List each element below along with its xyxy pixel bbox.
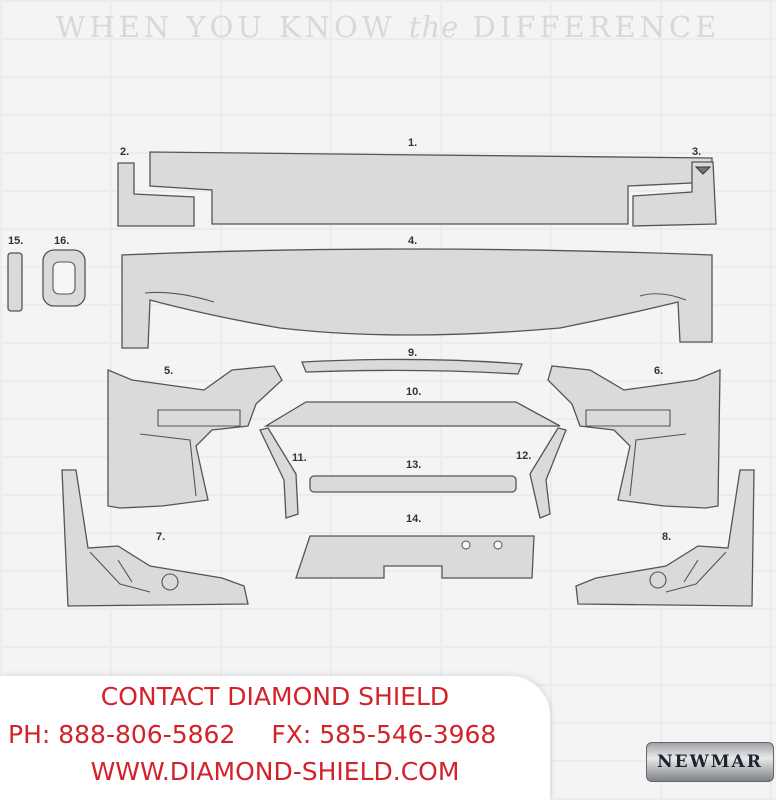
contact-panel: CONTACT DIAMOND SHIELD PH: 888-806-5862 F… [0, 676, 550, 800]
label-part-6: 6. [654, 365, 663, 377]
label-part-9: 9. [408, 347, 417, 359]
tagline-text-1: WHEN YOU KNOW [55, 10, 409, 44]
label-part-4: 4. [408, 235, 417, 247]
part-10 [263, 401, 561, 427]
tagline: WHEN YOU KNOW the DIFFERENCE [0, 10, 776, 44]
label-part-14: 14. [406, 513, 421, 525]
part-14 [295, 535, 535, 579]
part-16-inner [52, 261, 76, 295]
tagline-text-2: the [408, 10, 460, 44]
label-part-7: 7. [156, 531, 165, 543]
part-5-detail [139, 409, 241, 497]
phone-number: PH: 888-806-5862 [8, 720, 236, 749]
label-part-15: 15. [8, 235, 23, 247]
label-part-12: 12. [516, 450, 531, 462]
tagline-text-3: DIFFERENCE [459, 10, 721, 44]
part-7-fog-light [161, 573, 179, 591]
label-part-13: 13. [406, 459, 421, 471]
label-part-11: 11. [292, 452, 307, 464]
part-6-detail [585, 409, 687, 497]
part-9 [301, 358, 523, 375]
part-6 [547, 365, 721, 509]
part-4-detail-right [639, 293, 687, 301]
part-1 [149, 151, 713, 225]
part-15 [7, 252, 23, 312]
label-part-3: 3. [692, 146, 701, 158]
contact-title: CONTACT DIAMOND SHIELD [100, 682, 450, 711]
part-8-fog-light [649, 571, 667, 589]
fax-number: FX: 585-546-3968 [271, 720, 497, 749]
part-11 [259, 427, 299, 519]
part-8-detail [665, 551, 727, 593]
label-part-16: 16. [54, 235, 69, 247]
part-4-detail-left [144, 291, 215, 303]
contact-numbers: PH: 888-806-5862 FX: 585-546-3968 [8, 720, 558, 749]
newmar-logo-text: NEWMAR [657, 752, 763, 772]
part-3 [632, 161, 717, 227]
part-12 [529, 427, 567, 519]
emblem-shape [694, 166, 712, 175]
newmar-logo: NEWMAR [646, 742, 774, 782]
part-5 [107, 365, 283, 509]
label-part-5: 5. [164, 365, 173, 377]
label-part-2: 2. [120, 146, 129, 158]
label-part-8: 8. [662, 531, 671, 543]
part-8 [575, 469, 755, 607]
part-14-hole-right [493, 540, 503, 550]
part-2 [117, 162, 195, 227]
part-14-hole-left [461, 540, 471, 550]
part-13 [309, 475, 517, 493]
part-4 [121, 248, 713, 349]
label-part-1: 1. [408, 137, 417, 149]
label-part-10: 10. [406, 386, 421, 398]
website-link[interactable]: WWW.DIAMOND-SHIELD.COM [90, 757, 460, 786]
part-7-detail [89, 551, 151, 593]
